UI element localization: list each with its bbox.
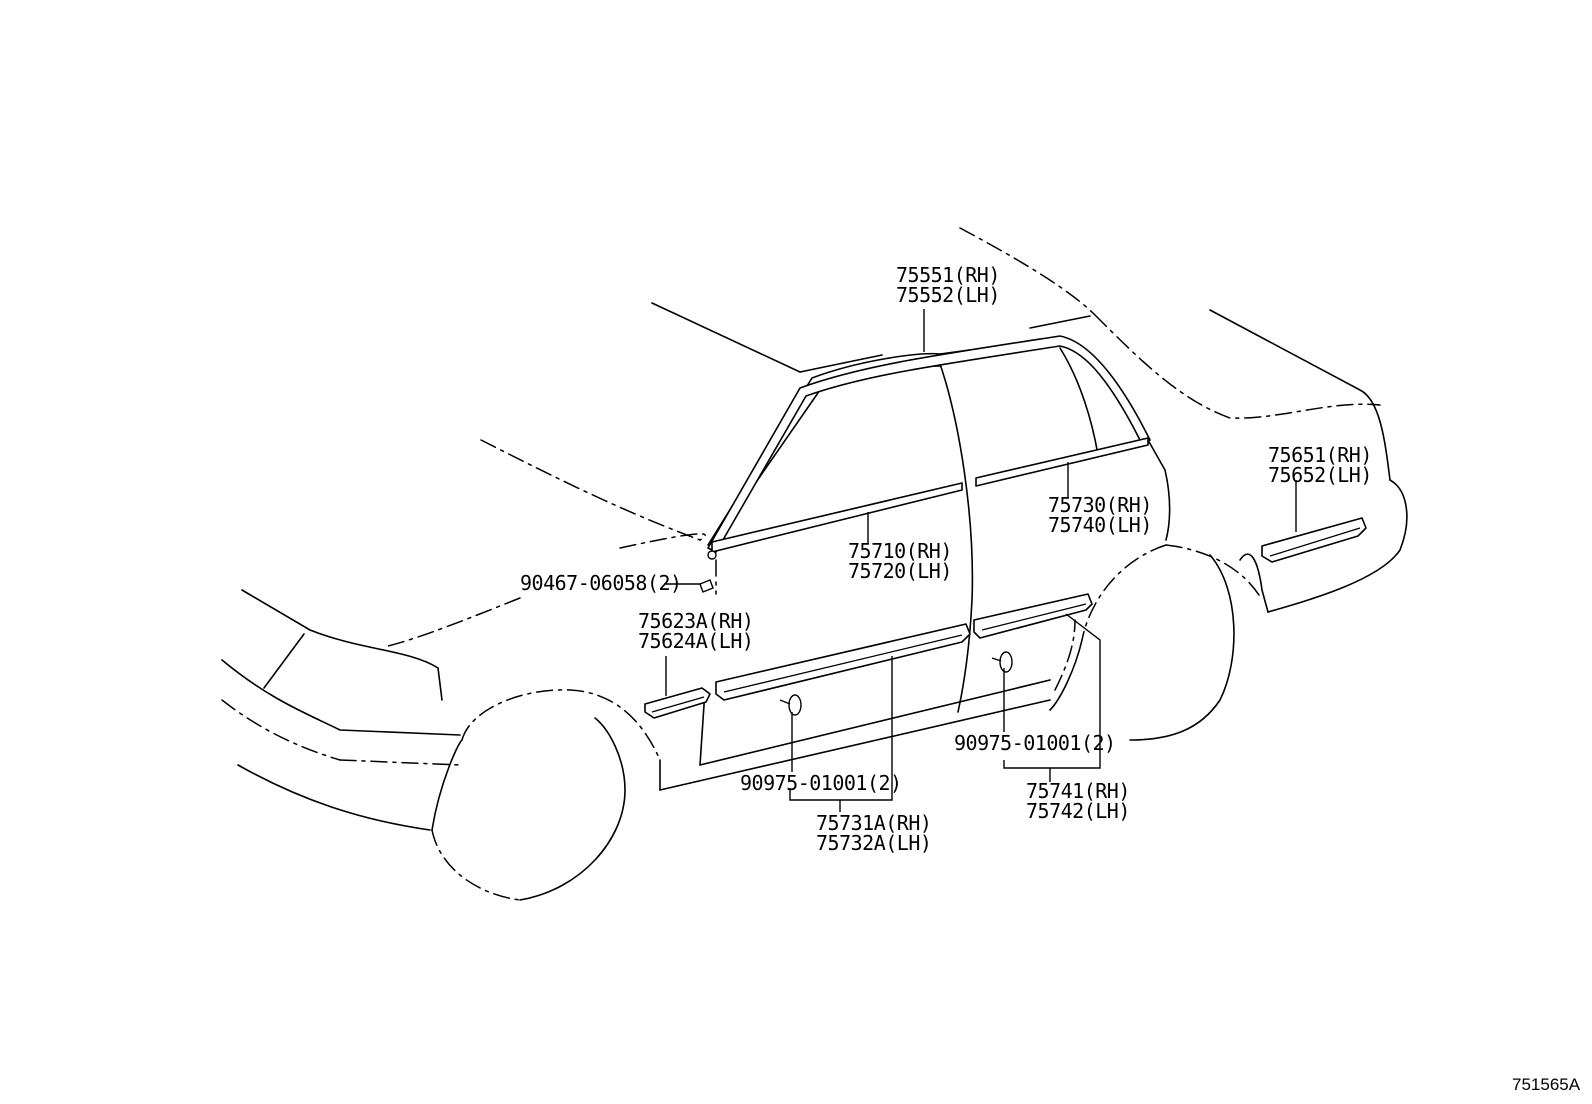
screw-icon	[707, 550, 717, 560]
front-door-moulding-lh-label: 75732A(LH)	[816, 831, 931, 855]
rear-clip-icon	[999, 651, 1013, 673]
leader-lines	[664, 309, 1297, 812]
callout-labels: 75551(RH) 75552(LH) 75651(RH) 75652(LH) …	[520, 263, 1581, 1094]
car-body-outline	[221, 227, 1408, 901]
roof-moulding-lh-label: 75552(LH)	[896, 283, 1000, 307]
screw-part-icon	[699, 579, 714, 593]
front-door-moulding-rh-label: 75731A(RH)	[816, 811, 931, 835]
screw-label: 90467-06058(2)	[520, 571, 682, 595]
fender-moulding-lh-label: 75624A(LH)	[638, 629, 753, 653]
fender-moulding-rh-label: 75623A(RH)	[638, 609, 753, 633]
roof-moulding-rh-label: 75551(RH)	[896, 263, 1000, 287]
rear-clip-label: 90975-01001(2)	[954, 731, 1116, 755]
rear-door-moulding-part	[973, 593, 1093, 639]
quarter-moulding-part	[1261, 517, 1367, 563]
fender-moulding-part	[644, 687, 711, 719]
rear-belt-moulding-lh-label: 75740(LH)	[1048, 513, 1152, 537]
front-belt-moulding-rh-label: 75710(RH)	[848, 539, 952, 563]
quarter-moulding-rh-label: 75651(RH)	[1268, 443, 1372, 467]
front-clip-icon	[788, 694, 802, 716]
diagram-id-label: 751565A	[1512, 1075, 1581, 1094]
front-door-moulding-part	[715, 623, 971, 701]
rear-door-moulding-lh-label: 75742(LH)	[1026, 799, 1130, 823]
fasteners	[699, 550, 1013, 716]
quarter-moulding-lh-label: 75652(LH)	[1268, 463, 1372, 487]
rear-belt-moulding-rh-label: 75730(RH)	[1048, 493, 1152, 517]
front-belt-moulding-part	[711, 482, 963, 553]
rear-door-moulding-rh-label: 75741(RH)	[1026, 779, 1130, 803]
front-clip-label: 90975-01001(2)	[740, 771, 902, 795]
front-belt-moulding-lh-label: 75720(LH)	[848, 559, 952, 583]
rear-belt-moulding-part	[975, 437, 1149, 487]
moulding-parts	[644, 335, 1367, 719]
